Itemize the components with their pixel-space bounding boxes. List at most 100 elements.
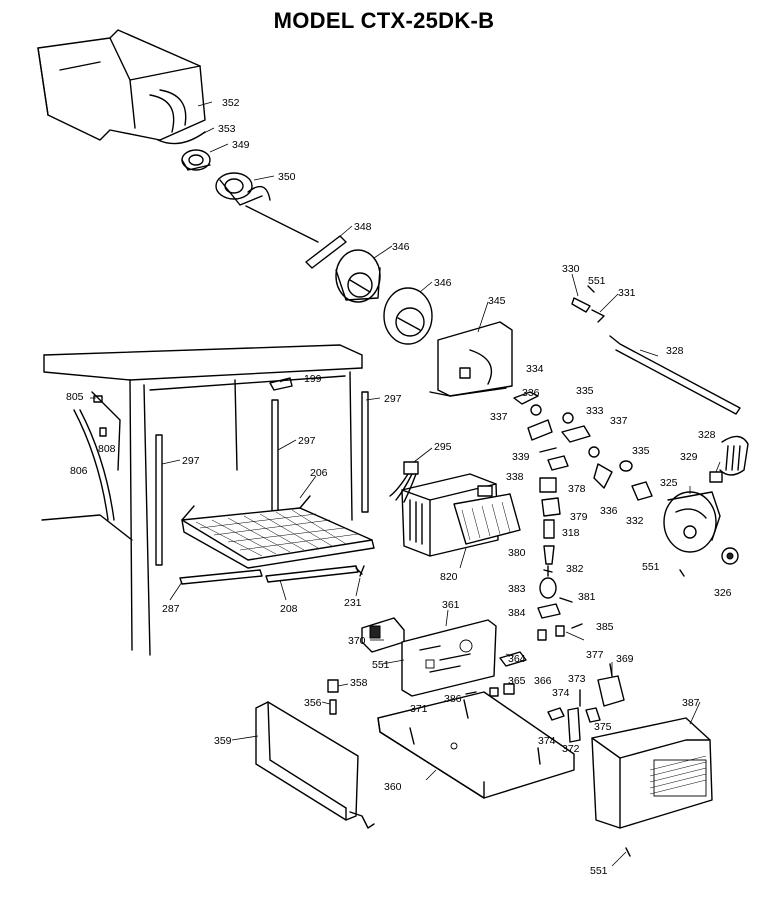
callout-231: 231 [344, 597, 362, 609]
callout-356: 356 [304, 697, 322, 709]
callout-551c: 551 [372, 659, 390, 671]
callout-326: 326 [714, 587, 732, 599]
relay-370 [361, 617, 405, 653]
callout-199: 199 [304, 373, 322, 385]
callout-381: 381 [578, 591, 596, 603]
callout-382: 382 [566, 563, 584, 575]
callout-318: 318 [562, 527, 580, 539]
callout-370: 370 [348, 635, 366, 647]
callout-383: 383 [508, 583, 526, 595]
callout-329: 329 [680, 451, 698, 463]
screw-381 [559, 597, 573, 603]
callout-328a: 328 [666, 345, 684, 357]
wiring-harness [389, 461, 419, 503]
callout-377: 377 [586, 649, 604, 661]
crusher-housing-1 [335, 249, 381, 303]
capacitor-365 [489, 687, 499, 697]
callout-206: 206 [310, 467, 328, 479]
ice-maker [401, 473, 521, 557]
sensor-318 [543, 519, 555, 539]
callout-359: 359 [214, 735, 232, 747]
callout-346a: 346 [392, 241, 410, 253]
washer-335b [619, 460, 633, 472]
callout-337a: 337 [490, 411, 508, 423]
clip-377a [537, 629, 547, 641]
pin-356 [329, 699, 337, 715]
machine-cover [591, 717, 713, 829]
callout-808: 808 [98, 443, 116, 455]
washer-335a [562, 412, 574, 424]
clip-331 [591, 309, 605, 323]
screw [355, 565, 365, 577]
screw-551a [587, 285, 595, 293]
wire-shelf [181, 495, 375, 569]
callout-297a: 297 [384, 393, 402, 405]
bushing-375 [585, 707, 601, 723]
shaft-380 [543, 545, 555, 565]
callout-551b: 551 [642, 561, 660, 573]
callout-349: 349 [232, 139, 250, 151]
callout-364: 364 [508, 653, 526, 665]
callout-353: 353 [218, 123, 236, 135]
callout-375: 375 [594, 721, 612, 733]
callout-358: 358 [350, 677, 368, 689]
callout-328b: 328 [698, 429, 716, 441]
motor-bracket [429, 321, 513, 397]
callout-297b: 297 [298, 435, 316, 447]
callout-385: 385 [596, 621, 614, 633]
tube-374 [567, 707, 581, 743]
shelf-trim [179, 569, 263, 585]
callout-334: 334 [526, 363, 544, 375]
control-board [401, 619, 497, 697]
callout-806: 806 [70, 465, 88, 477]
switch-378 [539, 477, 557, 493]
pin-339 [539, 447, 557, 453]
drive-motor [663, 491, 721, 553]
callout-333: 333 [586, 405, 604, 417]
bracket-332 [631, 481, 653, 501]
spacer-374 [547, 707, 565, 721]
shaft-pin [305, 235, 347, 269]
callout-287: 287 [162, 603, 180, 615]
callout-551d: 551 [590, 865, 608, 877]
screw-551c [625, 847, 631, 857]
screw-385 [571, 623, 583, 629]
callout-336b: 336 [600, 505, 618, 517]
callout-295: 295 [434, 441, 452, 453]
spring-336 [527, 419, 553, 441]
crusher-housing-2 [383, 287, 433, 345]
clip-377b [555, 625, 565, 637]
callout-337b: 337 [610, 415, 628, 427]
callout-335b: 335 [632, 445, 650, 457]
callout-369: 369 [616, 653, 634, 665]
callout-348: 348 [354, 221, 372, 233]
base-tray [377, 691, 575, 799]
callout-551a: 551 [588, 275, 606, 287]
callout-374a: 374 [552, 687, 570, 699]
callout-820: 820 [440, 571, 458, 583]
callout-360: 360 [384, 781, 402, 793]
callout-339: 339 [512, 451, 530, 463]
callout-331: 331 [618, 287, 636, 299]
callout-332: 332 [626, 515, 644, 527]
terminal-366 [503, 683, 515, 695]
shelf-clip [269, 377, 293, 391]
door-trim [73, 391, 121, 521]
auger-coupling [181, 149, 211, 171]
terminal-block [709, 435, 749, 483]
callout-350: 350 [278, 171, 296, 183]
callout-365: 365 [508, 675, 526, 687]
callout-345: 345 [488, 295, 506, 307]
callout-384: 384 [508, 607, 526, 619]
callout-386: 386 [444, 693, 462, 705]
grommet-337b [588, 446, 600, 458]
cover-panel [255, 701, 375, 829]
gear-383 [539, 577, 557, 599]
shelf-rail-right [361, 391, 369, 513]
callout-805: 805 [66, 391, 84, 403]
relay-369 [597, 663, 625, 707]
lever-336 [593, 463, 613, 489]
diagram-title: MODEL CTX-25DK-B [273, 8, 495, 33]
callout-371: 371 [410, 703, 428, 715]
callout-labels: 352 353 349 350 348 346 346 345 330 551 … [66, 97, 732, 877]
